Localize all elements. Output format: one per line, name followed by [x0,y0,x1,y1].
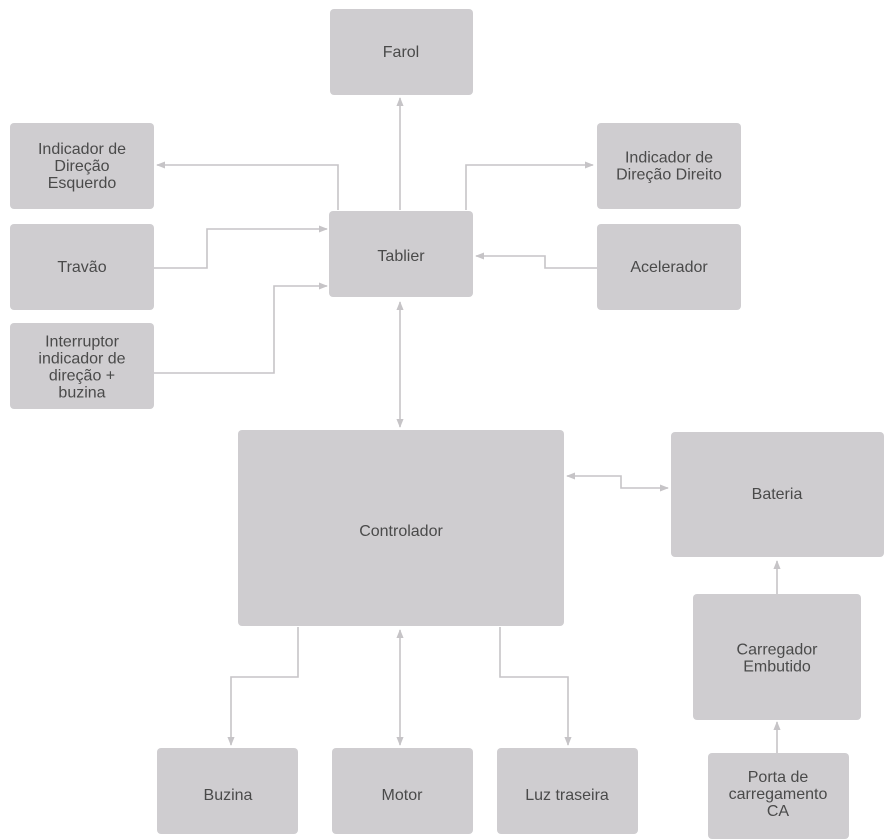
edge-acelerador-tablier [475,252,598,269]
node-box [330,9,473,95]
node-label-line: Carregador [737,641,819,658]
edge-interruptor-tablier [154,282,328,374]
node-buzina: Buzina [157,748,298,834]
node-label-line: CA [767,803,790,820]
node-box [671,432,884,557]
node-label-line: Tablier [377,248,425,265]
node-box [693,594,861,720]
node-label-line: Farol [383,44,419,61]
node-label-line: Direção Direito [616,166,722,183]
node-label: Buzina [204,787,253,804]
edge-controlador-buzina [227,627,299,746]
node-box [497,748,638,834]
node-box [157,748,298,834]
node-box [10,323,154,409]
node-box [597,224,741,310]
node-label: Bateria [752,486,803,503]
node-box [708,753,849,839]
node-label: Travão [57,259,106,276]
node-label: Farol [383,44,419,61]
node-label: Acelerador [630,259,708,276]
node-label: Motor [382,787,424,804]
node-luz-traseira: Luz traseira [497,748,638,834]
node-label-line: Luz traseira [525,787,609,804]
node-box [329,211,473,297]
edge-tablier-indicador-direito [465,161,594,210]
node-box [10,224,154,310]
node-motor: Motor [332,748,473,834]
connectors [154,97,781,753]
node-label-line: buzina [58,384,105,401]
node-label-line: Esquerdo [48,175,117,192]
node-label-line: carregamento [729,786,828,803]
node-label-line: Indicador de [625,149,713,166]
node-label-line: Bateria [752,486,803,503]
node-acelerador: Acelerador [597,224,741,310]
edge-controlador-luz-traseira [499,627,572,746]
node-label: Controlador [359,523,443,540]
node-box [332,748,473,834]
node-label-line: Porta de [748,769,809,786]
edge-tablier-indicador-esquerdo [156,161,339,210]
edge-travao-tablier [154,225,328,269]
node-box [597,123,741,209]
edge-controlador-bateria [566,472,669,492]
node-travao: Travão [10,224,154,310]
node-label-line: Acelerador [630,259,708,276]
node-label-line: Travão [57,259,106,276]
node-label: Luz traseira [525,787,609,804]
node-label-line: Embutido [743,658,811,675]
node-tablier: Tablier [329,211,473,297]
node-bateria: Bateria [671,432,884,557]
node-box [238,430,564,626]
node-farol: Farol [330,9,473,95]
node-label-line: indicador de [38,350,125,367]
node-controlador: Controlador [238,430,564,626]
node-label-line: Motor [382,787,424,804]
node-label-line: Direção [54,158,109,175]
node-box [10,123,154,209]
node-label-line: Interruptor [45,333,119,350]
node-label: Tablier [377,248,425,265]
node-label-line: Buzina [204,787,253,804]
node-label-line: Indicador de [38,141,126,158]
node-label-line: Controlador [359,523,443,540]
node-label-line: direção + [49,367,115,384]
